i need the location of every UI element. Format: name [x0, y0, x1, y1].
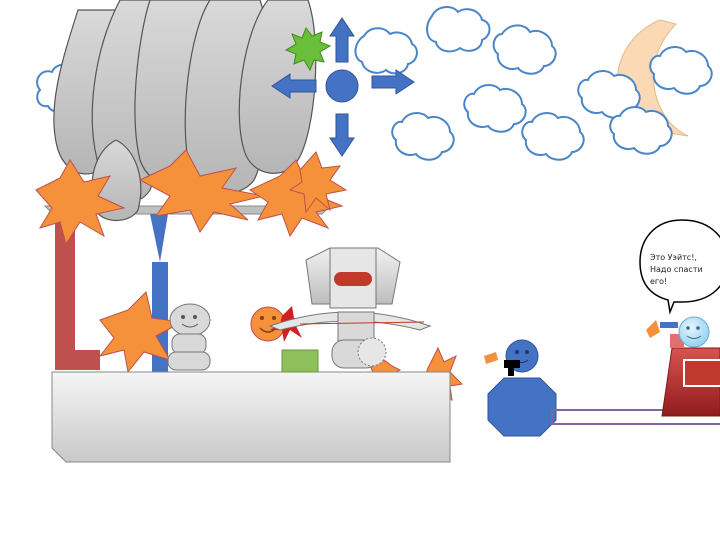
main-platform — [51, 371, 451, 463]
fire-burst — [138, 149, 265, 234]
cloud — [609, 106, 673, 155]
cloud — [463, 84, 527, 133]
smoke-cloud — [53, 0, 317, 222]
speech-bubble-text: Это Уэйтс!, Надо спасти его! — [650, 252, 712, 288]
arrow-up-icon[interactable] — [329, 17, 355, 63]
big-robot — [268, 247, 432, 369]
arrow-right-icon[interactable] — [371, 69, 415, 95]
grey-robot — [167, 303, 211, 371]
purple-rail — [551, 409, 720, 425]
arrow-down-icon[interactable] — [329, 113, 355, 157]
cloud — [649, 46, 713, 95]
blue-enemy — [484, 339, 557, 437]
blue-spike — [150, 214, 168, 262]
direction-controls[interactable] — [271, 17, 415, 157]
green-box — [281, 349, 319, 373]
speech-line: его! — [650, 277, 668, 286]
red-machine — [661, 334, 720, 417]
green-star-icon — [284, 26, 332, 72]
arrow-left-icon[interactable] — [271, 73, 317, 99]
speech-line: Надо спасти — [650, 265, 703, 274]
speech-line: Это Уэйтс!, — [650, 253, 697, 262]
sky-clouds — [36, 6, 713, 161]
red-wall — [55, 200, 75, 370]
fire-burst — [288, 151, 348, 214]
fire-burst — [35, 159, 126, 246]
cloud — [354, 27, 418, 75]
cloud — [391, 112, 455, 161]
waits-character — [646, 316, 710, 348]
fire-burst — [248, 159, 344, 238]
cloud — [521, 112, 585, 161]
red-wall-foot — [55, 350, 100, 370]
center-button-icon[interactable] — [325, 69, 359, 103]
cloud — [492, 24, 557, 75]
cloud — [426, 6, 491, 53]
speech-bubble — [639, 219, 720, 315]
